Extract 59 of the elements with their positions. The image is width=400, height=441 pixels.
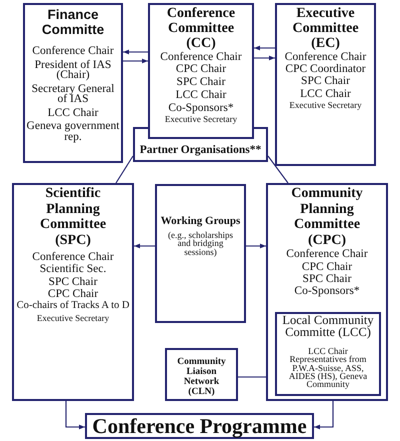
committee-title: Scientific Planning Committee (SPC) — [38, 186, 108, 248]
member-role: SPC Chair — [48, 276, 98, 288]
member-role: CPC Coordinator — [285, 62, 366, 76]
arrow — [134, 244, 155, 248]
member-role: SPC Chair — [302, 273, 352, 286]
programme-box — [85, 413, 314, 439]
member-role: Geneva government rep. — [26, 121, 120, 142]
member-role: Representatives from P.W.A-Suisse, ASS, AIDES (HS), Geneva Community — [288, 355, 368, 388]
member-role: LCC Chair — [176, 88, 226, 102]
member-role: Conference Chair — [284, 50, 366, 63]
member-role: Scientific Sec. — [40, 263, 106, 276]
member-role: Co-Sponsors* — [168, 102, 234, 114]
example-note: (e.g., scholarships and bridging sessions) — [167, 230, 234, 256]
connector-line — [268, 156, 288, 184]
committee-title: Finance Committe — [40, 6, 106, 36]
member-role: Secretary General of IAS — [30, 84, 116, 104]
member-role: CPC Chair — [176, 63, 226, 76]
arrow — [254, 56, 275, 60]
committee-title: Local Community Committe (LCC) — [281, 315, 375, 338]
member-role: LCC Chair — [308, 347, 348, 356]
arrow — [65, 401, 85, 430]
arrow — [314, 401, 334, 430]
arrow — [123, 50, 148, 54]
network-title: Community Liaison Network (CLN) — [176, 357, 227, 397]
member-role: Conference Chair — [160, 50, 242, 64]
member-role: LCC Chair — [300, 88, 351, 100]
committee-box — [12, 183, 134, 401]
member-role: LCC Chair — [48, 108, 98, 118]
member-role: Conference Chair — [32, 250, 114, 264]
arrow — [123, 58, 148, 64]
committee-title: Conference Committee (CC) — [166, 6, 236, 50]
member-role: Executive Secretary — [289, 100, 362, 112]
member-role: Conference Chair — [286, 248, 368, 261]
committee-title: Community Planning Committee (CPC) — [290, 186, 364, 248]
committee-box — [266, 183, 388, 401]
arrow — [246, 244, 266, 248]
arrow — [254, 46, 275, 50]
member-role: SPC Chair — [176, 76, 226, 89]
member-role: Executive Secretary — [36, 312, 110, 324]
partner-title: Partner Organisations** — [140, 144, 262, 156]
member-role: CPC Chair — [302, 260, 352, 273]
committee-box — [275, 3, 376, 166]
member-role: SPC Chair — [301, 75, 350, 88]
member-role: CPC Chair — [48, 288, 98, 300]
member-role: President of IAS (Chair) — [34, 60, 112, 80]
committee-box — [148, 3, 254, 139]
member-role: Co-Sponsors* — [294, 285, 360, 298]
network-box — [165, 348, 238, 401]
connector-line — [116, 156, 134, 184]
committee-title: Executive Committee (EC) — [291, 6, 360, 50]
working-group-box — [155, 184, 246, 323]
committee-box — [23, 3, 123, 163]
group-title: Working Groups — [160, 215, 240, 227]
programme-title: Conference Programme — [92, 415, 307, 437]
committee-box — [275, 312, 381, 396]
member-role: Co-chairs of Tracks A to D — [16, 300, 130, 313]
connector-line — [238, 376, 266, 378]
member-role: Conference Chair — [32, 46, 114, 56]
member-role: Executive Secretary — [164, 114, 238, 124]
